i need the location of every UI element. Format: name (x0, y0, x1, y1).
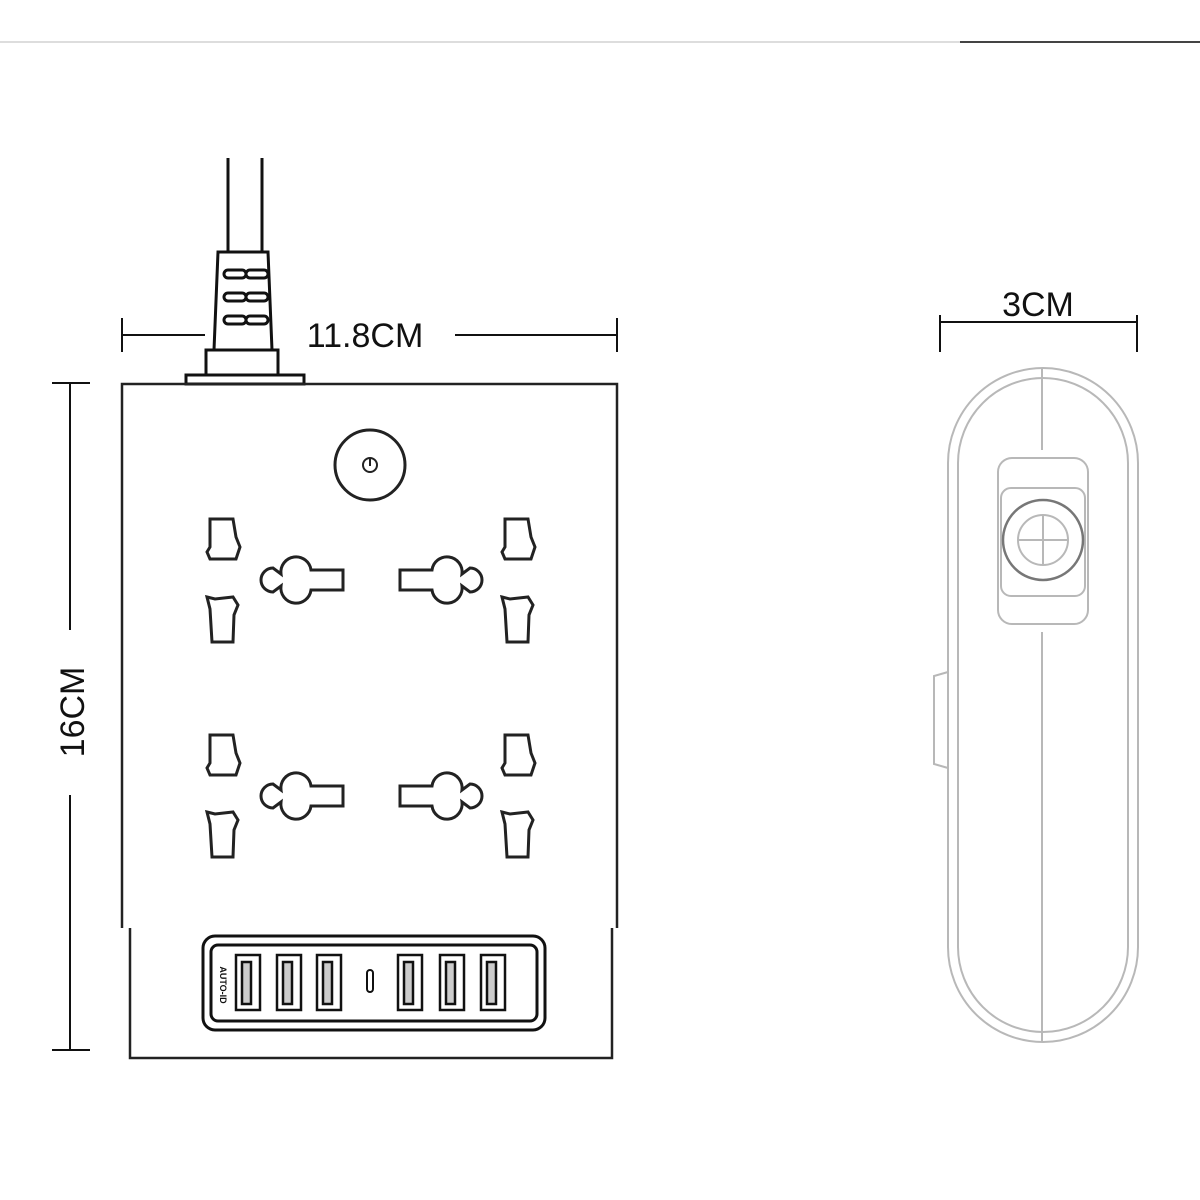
ac-outlet-row-2 (205, 733, 537, 859)
usb-ports (234, 953, 507, 1012)
depth-dimension (939, 315, 1138, 352)
height-label: 16CM (54, 667, 92, 758)
ac-outlet-row-1 (205, 517, 537, 644)
depth-label: 3CM (1002, 286, 1074, 324)
width-label: 11.8CM (307, 317, 424, 355)
width-dimension (121, 318, 618, 352)
usb-panel-label: AUTO-ID (218, 966, 228, 1004)
height-dimension (52, 382, 90, 1051)
usb-panel (201, 934, 547, 1032)
power-cord (184, 158, 306, 386)
indicator-led (366, 969, 374, 993)
strip-body (120, 382, 619, 1060)
side-view (933, 367, 1139, 1043)
power-switch (333, 428, 407, 502)
